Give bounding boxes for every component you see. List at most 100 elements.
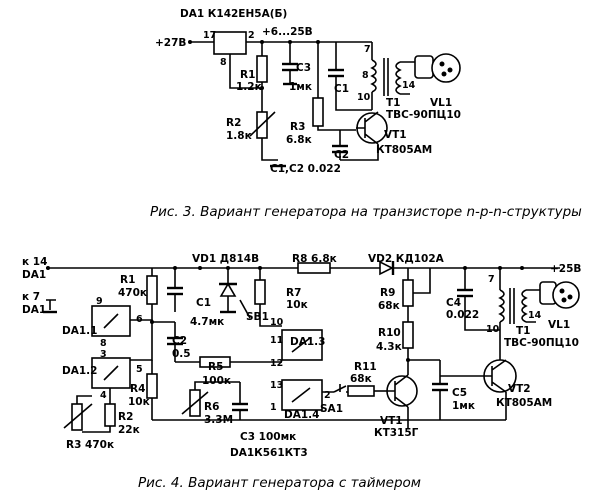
pin5: 5 <box>136 364 143 375</box>
to-pin14-da1: DA1 <box>22 269 46 281</box>
t1-label: T1 <box>516 325 530 337</box>
vt1-type: КТ315Г <box>374 427 419 439</box>
r2-value: 22к <box>118 424 140 436</box>
to-pin7-label: к 7 <box>22 291 40 303</box>
r4-label: R4 <box>130 383 145 395</box>
pin2: 2 <box>324 390 331 401</box>
t1-primary <box>370 59 377 93</box>
r11-value: 68к <box>350 373 372 385</box>
da1-regulator <box>213 31 247 55</box>
sb1-label: SB1 <box>246 311 269 323</box>
r1-label: R1 <box>120 274 135 286</box>
sb1-button <box>239 299 251 319</box>
supply-6-25v: +6...25В <box>262 26 313 38</box>
to-pin7-da1: DA1 <box>22 304 46 316</box>
vl1-label: VL1 <box>430 97 452 109</box>
t1-pin7: 7 <box>364 44 371 55</box>
t1-type: ТВС-90ПЦ10 <box>504 337 579 349</box>
da1-4-label: DA1.4 <box>284 409 319 421</box>
t1-pin7: 7 <box>488 274 495 285</box>
vt2-label: VT2 <box>508 383 531 395</box>
c1-label: C1 <box>196 297 211 309</box>
c2-label: C2 <box>334 149 349 161</box>
c5-label: C5 <box>452 387 467 399</box>
pin12: 12 <box>270 358 283 369</box>
da1-2-label: DA1.2 <box>62 365 97 377</box>
c2-value: 0.5 <box>172 348 191 360</box>
r1-value: 1.2к <box>236 81 262 93</box>
c1-value: 4.7мк <box>190 316 224 328</box>
supply-27v: +27В <box>155 37 186 49</box>
da1-1-label: DA1.1 <box>62 325 97 337</box>
t1-pin14: 14 <box>528 310 542 321</box>
vt1-label: VT1 <box>384 129 407 141</box>
r9-label: R9 <box>380 287 395 299</box>
c1-c2-note: С1,С2 0.022 <box>270 163 341 175</box>
vl1-tube <box>414 53 461 83</box>
pin8: 8 <box>100 338 107 349</box>
vt1-type: КТ805АМ <box>376 144 432 156</box>
r5-value: 100к <box>202 375 231 387</box>
pin-17: 17 <box>203 30 216 41</box>
pin-8: 8 <box>220 57 227 68</box>
r10-label: R10 <box>378 327 401 339</box>
sa1-label: SA1 <box>320 403 343 415</box>
pin-2: 2 <box>248 30 255 41</box>
c5-value: 1мк <box>452 400 475 412</box>
da1-3-label: DA1.3 <box>290 336 325 348</box>
vd2-diode <box>379 260 394 276</box>
r3-value: 6.8к <box>286 134 312 146</box>
vd1-label: VD1 Д814В <box>192 253 259 265</box>
pin3: 3 <box>100 349 107 360</box>
da1-chip-label: DA1К561КТ3 <box>230 447 308 459</box>
r7-label: R7 <box>286 287 301 299</box>
pin10: 10 <box>270 317 284 328</box>
r1-label: R1 <box>240 69 255 81</box>
r1-resistor <box>256 55 268 83</box>
figure-3: DA1 К142ЕН5А(Б) 17 2 8 +27В +6...25В R1 … <box>150 8 582 220</box>
r1-value: 470к <box>118 287 147 299</box>
pin11: 11 <box>270 335 283 346</box>
r8-resistor <box>297 262 331 274</box>
r11-resistor <box>347 385 375 397</box>
vl1-label: VL1 <box>548 319 570 331</box>
pin1: 1 <box>270 402 277 413</box>
t1-pin10: 10 <box>357 92 371 103</box>
r5-label: R5 <box>208 361 223 373</box>
r2-label: R2 <box>118 411 133 423</box>
r2-label: R2 <box>226 117 241 129</box>
c3-value: 1мк <box>289 81 312 93</box>
r4-resistor <box>146 373 158 399</box>
c1-label: C1 <box>334 83 349 95</box>
r7-value: 10к <box>286 299 308 311</box>
r8-label: R8 6.8к <box>292 253 337 265</box>
r6-label: R6 <box>204 401 219 413</box>
r2-resistor <box>104 403 116 427</box>
r10-value: 4.3к <box>376 341 402 353</box>
pin4: 4 <box>100 390 107 401</box>
t1-label: T1 <box>386 97 400 109</box>
da1-title: DA1 К142ЕН5А(Б) <box>180 8 287 20</box>
r2-value: 1.8к <box>226 130 252 142</box>
r7-resistor <box>254 279 266 305</box>
r3-label: R3 <box>290 121 305 133</box>
figure-3-caption: Рис. 3. Вариант генератора на транзистор… <box>150 204 582 220</box>
to-pin14-label: к 14 <box>22 256 47 268</box>
t1-secondary <box>521 289 528 323</box>
sa1-switch[interactable] <box>333 385 347 393</box>
pin13: 13 <box>270 380 283 391</box>
pin9: 9 <box>96 296 103 307</box>
vt2-type: КТ805АМ <box>496 397 552 409</box>
t1-pin14: 14 <box>402 80 416 91</box>
vd1-zener <box>219 282 237 297</box>
vd2-label: VD2 КД102А <box>368 253 445 265</box>
c4-label: C4 <box>446 297 461 309</box>
r1-resistor <box>146 275 158 305</box>
t1-primary <box>498 289 505 323</box>
r3-resistor <box>312 97 324 127</box>
r11-label: R11 <box>354 361 377 373</box>
r4-value: 10к <box>128 396 150 408</box>
r9-resistor <box>402 279 414 307</box>
r3-label: R3 470к <box>66 439 114 451</box>
